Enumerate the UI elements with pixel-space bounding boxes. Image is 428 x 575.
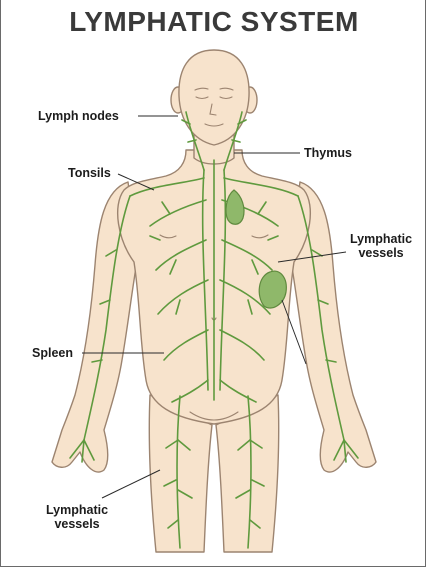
label-lymphatic-vessels-left: Lymphatic vessels [46,503,108,531]
label-lymphatic-vessels-right-line2: vessels [350,246,412,260]
label-lymphatic-vessels-right: Lymphatic vessels [350,232,412,260]
label-tonsils: Tonsils [68,166,111,180]
label-lymphatic-vessels-left-line1: Lymphatic [46,503,108,517]
label-lymph-nodes: Lymph nodes [38,109,119,123]
label-spleen: Spleen [32,346,73,360]
label-lymphatic-vessels-right-line1: Lymphatic [350,232,412,246]
head [179,50,249,145]
label-lymphatic-vessels-left-line2: vessels [46,517,108,531]
label-thymus: Thymus [304,146,352,160]
